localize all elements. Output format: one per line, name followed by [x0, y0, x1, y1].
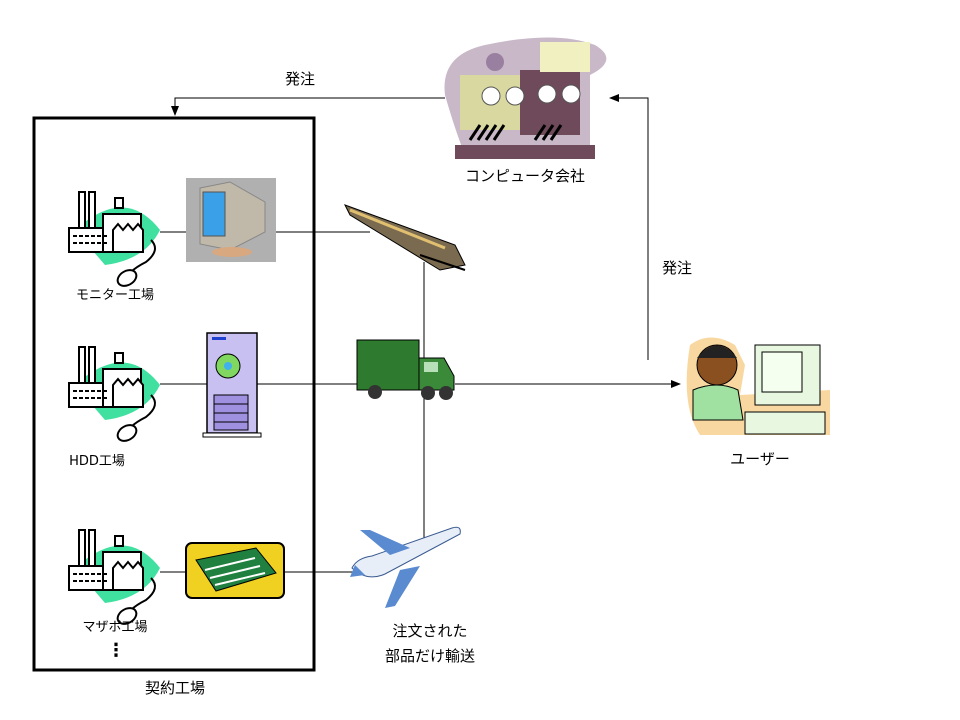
motherboard-factory-label: マザボ工場 [82, 620, 148, 635]
order-label-right: 発注 [661, 259, 693, 277]
truck-icon [356, 339, 455, 400]
more-factories-ellipsis: ⋮ [107, 640, 125, 661]
connector-lines [160, 94, 681, 573]
order-arrow-to-company [609, 94, 649, 360]
contract-factories-box [32, 116, 316, 672]
motherboard-icon [185, 542, 285, 599]
factory-icon [68, 529, 161, 629]
hdd-factory-label: HDD工場 [69, 454, 125, 469]
computer-company-label: コンピュータ会社 [464, 167, 586, 185]
train-icon [343, 204, 466, 271]
monitor-factory-label: モニター工場 [75, 288, 155, 303]
order-label-top: 発注 [284, 70, 316, 88]
factory-icon [68, 346, 161, 446]
hdd-tower-icon [202, 332, 262, 438]
user-at-computer-icon [686, 337, 830, 435]
transport-label-line1: 注文された [392, 622, 468, 640]
computer-company-icon [444, 37, 607, 159]
transport-label-line2: 部品だけ輸送 [384, 647, 476, 665]
contract-factories-label: 契約工場 [144, 679, 206, 697]
factory-icon [68, 191, 161, 291]
user-label: ユーザー [730, 450, 790, 468]
order-arrow-to-factories [171, 97, 445, 116]
monitor-icon [186, 178, 276, 262]
airplane-icon [350, 526, 461, 608]
